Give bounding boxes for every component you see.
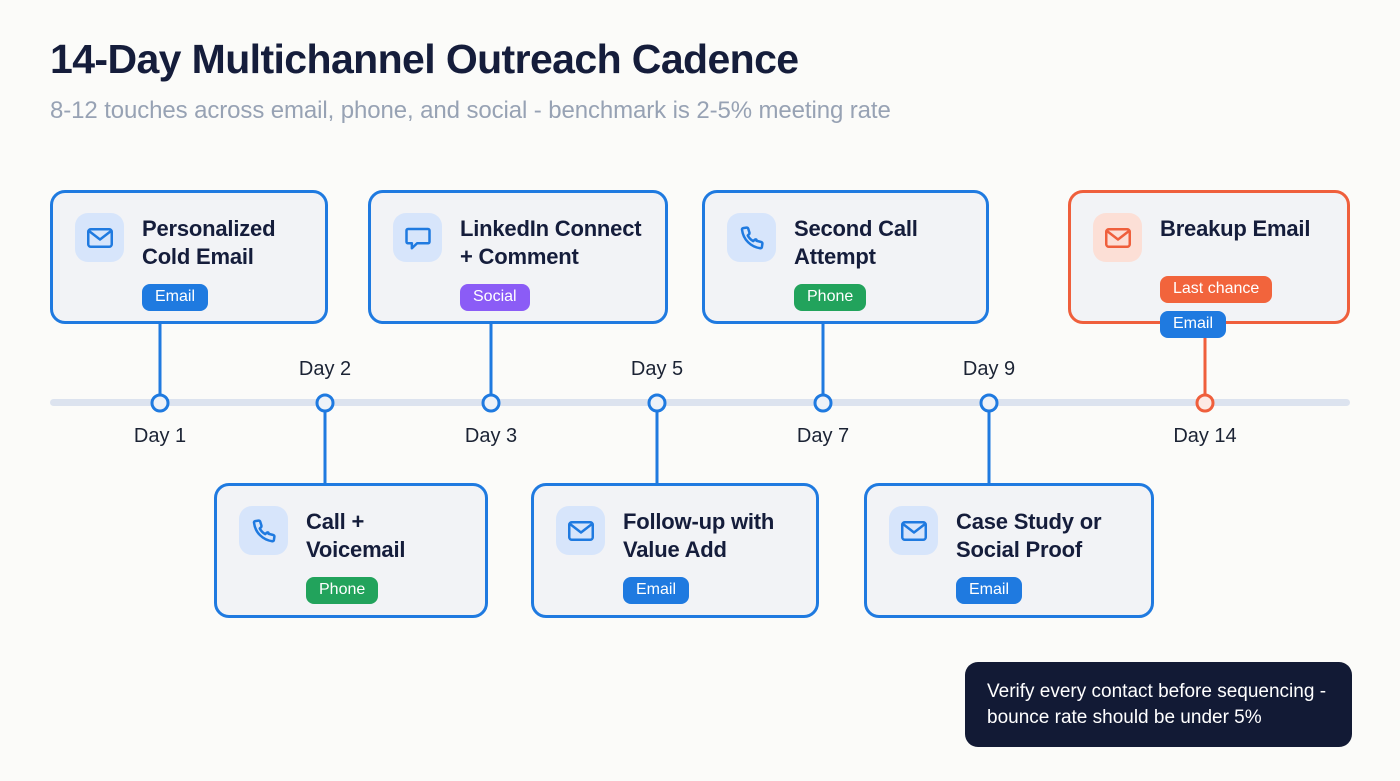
badge-phone: Phone [306, 577, 379, 604]
connector-line [489, 324, 493, 403]
card-badges: Phone [794, 284, 964, 311]
card-title: Follow-up with Value Add [623, 509, 775, 562]
badge-row: Email [623, 577, 794, 604]
day-label: Day 1 [133, 425, 187, 447]
badge-row: Phone [306, 577, 463, 604]
day-label: Day 14 [1173, 425, 1237, 447]
card-body: Follow-up with Value Add [623, 506, 774, 563]
connector-line [655, 403, 659, 483]
page-header: 14-Day Multichannel Outreach Cadence 8-1… [50, 36, 891, 125]
timeline-node-dot[interactable] [979, 393, 999, 413]
connector-line [158, 324, 162, 403]
card-title: Breakup Email [1160, 216, 1311, 241]
card-title: Personalized Cold Email [142, 216, 276, 269]
timeline-axis [50, 399, 1350, 406]
envelope-icon [1093, 213, 1142, 262]
day-label: Day 5 [630, 358, 684, 380]
card-badges: Phone [306, 577, 463, 604]
callout-text: Verify every contact before sequencing -… [987, 681, 1327, 728]
day-label: Day 7 [796, 425, 850, 447]
card-title: Second Call Attempt [794, 216, 918, 269]
card-body: Breakup Email [1160, 213, 1310, 243]
card-badges: Social [460, 284, 643, 311]
badge-email: Email [956, 577, 1023, 604]
badge-email: Email [623, 577, 690, 604]
badge-row: Email [1160, 311, 1325, 338]
card-body: LinkedIn Connect + Comment [460, 213, 642, 270]
card-header: Call + Voicemail [239, 506, 463, 563]
card-header: Case Study or Social Proof [889, 506, 1129, 563]
day-label: Day 2 [298, 358, 352, 380]
card-title: Call + Voicemail [306, 509, 406, 562]
card-body: Personalized Cold Email [142, 213, 276, 270]
card-title: LinkedIn Connect + Comment [460, 216, 642, 269]
badge-row: Email [956, 577, 1129, 604]
timeline-node-dot[interactable] [813, 393, 833, 413]
card-header: Second Call Attempt [727, 213, 964, 270]
badge-social: Social [460, 284, 530, 311]
timeline-node-dot[interactable] [1195, 393, 1215, 413]
envelope-icon [75, 213, 124, 262]
badge-accent: Last chance [1160, 276, 1273, 303]
card-header: Personalized Cold Email [75, 213, 303, 270]
badge-row: Last chance [1160, 276, 1325, 303]
badge-row: Email [142, 284, 303, 311]
timeline-node-dot[interactable] [150, 393, 170, 413]
badge-row: Phone [794, 284, 964, 311]
card-badges: Email [956, 577, 1129, 604]
card-header: LinkedIn Connect + Comment [393, 213, 643, 270]
badge-row: Social [460, 284, 643, 311]
connector-line [323, 403, 327, 483]
page-subtitle: 8-12 touches across email, phone, and so… [50, 97, 891, 125]
badge-email: Email [1160, 311, 1227, 338]
page-title: 14-Day Multichannel Outreach Cadence [50, 36, 799, 82]
phone-icon [239, 506, 288, 555]
callout-note: Verify every contact before sequencing -… [965, 662, 1352, 748]
chat-bubble-icon [393, 213, 442, 262]
card-body: Case Study or Social Proof [956, 506, 1102, 563]
connector-line [821, 324, 825, 403]
timeline-node-dot[interactable] [647, 393, 667, 413]
badge-phone: Phone [794, 284, 867, 311]
card-body: Call + Voicemail [306, 506, 405, 563]
card-body: Second Call Attempt [794, 213, 918, 270]
card-title: Case Study or Social Proof [956, 509, 1102, 562]
connector-line [1203, 324, 1207, 403]
day-label: Day 9 [962, 358, 1016, 380]
timeline-node-dot[interactable] [481, 393, 501, 413]
card-header: Breakup Email [1093, 213, 1325, 262]
phone-icon [727, 213, 776, 262]
day-label: Day 3 [464, 425, 518, 447]
connector-line [987, 403, 991, 483]
timeline-node-dot[interactable] [315, 393, 335, 413]
card-header: Follow-up with Value Add [556, 506, 794, 563]
envelope-icon [889, 506, 938, 555]
card-badges: Email [623, 577, 794, 604]
envelope-icon [556, 506, 605, 555]
badge-email: Email [142, 284, 209, 311]
card-badges: Email [142, 284, 303, 311]
